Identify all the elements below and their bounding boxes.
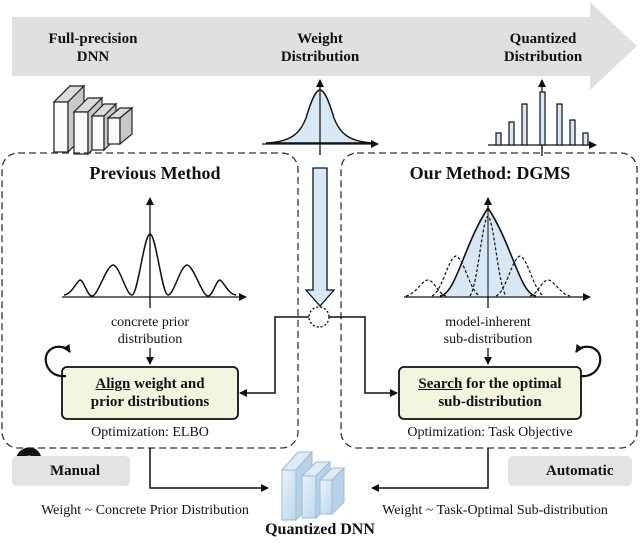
automatic-badge-label: Automatic <box>546 462 614 479</box>
concrete-prior-plot <box>62 197 247 308</box>
box-line-rest: weight and <box>130 376 205 392</box>
caption-line: concrete prior <box>110 315 190 330</box>
right-optimization-label: Optimization: Task Objective <box>407 425 573 440</box>
stage-label-quantized-distribution: Quantized Distribution <box>468 30 618 66</box>
right-panel <box>340 152 638 449</box>
left-loop-arrow <box>44 343 71 378</box>
search-keyword: Search <box>418 376 463 392</box>
sub-distribution-caption: model-inherent sub-distribution <box>408 315 568 349</box>
right-footer-text: Weight ~ Task-Optimal Sub-distribution <box>382 503 608 518</box>
pipeline-arrow <box>12 2 637 90</box>
down-arrow <box>304 167 336 307</box>
stage-label-line: DNN <box>76 49 110 65</box>
quantized-distribution-plot <box>488 79 597 156</box>
right-panel-title: Our Method: DGMS <box>409 163 571 183</box>
left-optimization-label: Optimization: ELBO <box>91 425 209 440</box>
right-loop-arrow <box>575 343 602 378</box>
caption-line: model-inherent <box>445 315 531 330</box>
quantized-dnn-label: Quantized DNN <box>265 521 375 538</box>
align-keyword: Align <box>95 376 131 392</box>
box-line-rest: for the optimal <box>462 376 562 392</box>
sub-distribution-plot <box>404 197 591 308</box>
stage-label-weight-distribution: Weight Distribution <box>245 30 395 66</box>
left-method-box <box>61 366 239 420</box>
left-method-box-text: Align weight and prior distributions <box>62 375 238 411</box>
left-panel-title: Previous Method <box>89 163 221 183</box>
right-method-box <box>398 366 582 420</box>
split-node <box>308 306 330 328</box>
box-line2: sub-distribution <box>438 394 542 410</box>
manual-badge-label: Manual <box>50 462 101 479</box>
box-line2: prior distributions <box>90 394 210 410</box>
caption-line: sub-distribution <box>443 331 533 347</box>
stage-label-line: Distribution <box>280 49 360 65</box>
quantized-dnn-icon <box>280 450 346 522</box>
concrete-prior-caption: concrete prior distribution <box>70 315 230 349</box>
stage-label-line: Weight <box>297 31 343 47</box>
stage-label-line: Full-precision <box>48 31 138 47</box>
weight-distribution-plot <box>262 79 379 155</box>
left-footer-text: Weight ~ Concrete Prior Distribution <box>41 503 249 518</box>
caption-line: distribution <box>117 331 183 347</box>
automatic-badge: Automatic <box>508 456 632 486</box>
dnn-layers-icon <box>52 84 134 156</box>
stage-label-full-precision: Full-precision DNN <box>18 30 168 66</box>
right-method-box-text: Search for the optimal sub-distribution <box>399 375 581 411</box>
stage-label-line: Quantized <box>509 31 577 47</box>
stage-label-line: Distribution <box>503 49 583 65</box>
manual-badge: Manual <box>12 456 130 486</box>
